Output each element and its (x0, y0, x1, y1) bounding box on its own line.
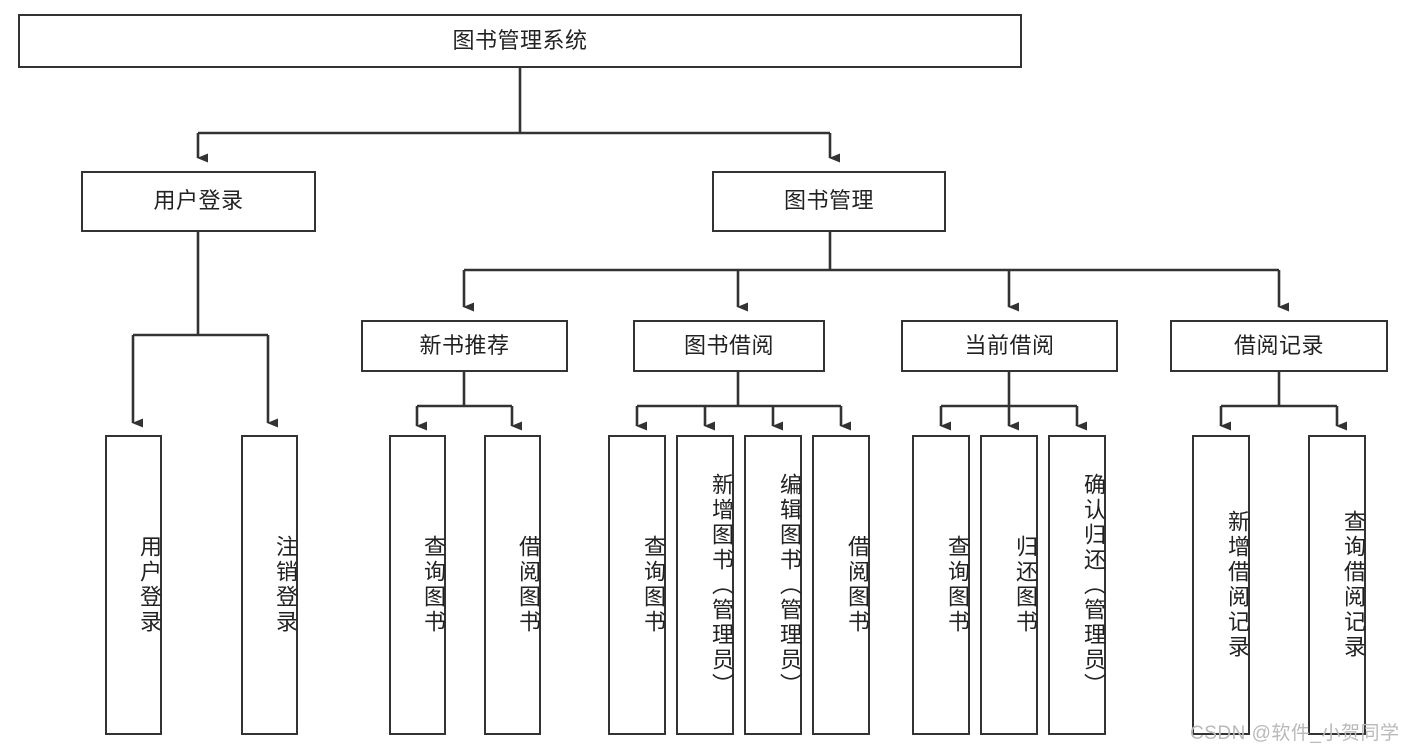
csdn-watermark: CSDN @软件_小贺同学 (1190, 723, 1400, 744)
node-new-book-recommend[interactable]: 新书推荐 (361, 320, 568, 372)
node-borrow-record[interactable]: 借阅记录 (1170, 320, 1388, 372)
node-user-login[interactable]: 用户登录 (81, 171, 316, 232)
leaf-query-book-3-label: 查询图书 (945, 535, 970, 635)
leaf-add-record-label: 新增借阅记录 (1225, 510, 1250, 660)
leaf-borrow-book-2-label: 借阅图书 (845, 535, 870, 635)
node-book-manage-label: 图书管理 (783, 188, 874, 214)
leaf-return-book[interactable]: 归还图书 (980, 435, 1038, 735)
leaf-confirm-return-label: 确认归还（管理员） (1081, 472, 1106, 698)
leaf-query-book-1[interactable]: 查询图书 (389, 435, 446, 735)
leaf-query-book-1-label: 查询图书 (421, 535, 446, 635)
leaf-edit-book-label: 编辑图书（管理员） (777, 472, 802, 698)
node-current-borrow[interactable]: 当前借阅 (901, 320, 1118, 372)
leaf-add-book[interactable]: 新增图书（管理员） (676, 435, 734, 735)
leaf-borrow-book-1[interactable]: 借阅图书 (484, 435, 541, 735)
leaf-confirm-return[interactable]: 确认归还（管理员） (1048, 435, 1106, 735)
leaf-query-book-3[interactable]: 查询图书 (912, 435, 970, 735)
leaf-query-book-2-label: 查询图书 (641, 535, 666, 635)
leaf-edit-book[interactable]: 编辑图书（管理员） (744, 435, 802, 735)
node-borrow-record-label: 借阅记录 (1233, 332, 1324, 358)
node-book-borrow[interactable]: 图书借阅 (633, 320, 825, 372)
leaf-user-login-label: 用户登录 (137, 535, 162, 635)
leaf-user-login[interactable]: 用户登录 (105, 435, 162, 735)
leaf-query-record-label: 查询借阅记录 (1341, 510, 1366, 660)
node-book-borrow-label: 图书借阅 (683, 332, 774, 358)
leaf-add-book-label: 新增图书（管理员） (709, 472, 734, 698)
node-current-borrow-label: 当前借阅 (964, 332, 1055, 358)
node-book-manage[interactable]: 图书管理 (712, 171, 946, 232)
leaf-add-record[interactable]: 新增借阅记录 (1192, 435, 1250, 735)
leaf-logout-login-label: 注销登录 (273, 535, 298, 635)
leaf-borrow-book-2[interactable]: 借阅图书 (812, 435, 870, 735)
node-new-book-recommend-label: 新书推荐 (419, 332, 510, 358)
leaf-return-book-label: 归还图书 (1013, 535, 1038, 635)
node-root-system-label: 图书管理系统 (452, 27, 588, 53)
leaf-logout-login[interactable]: 注销登录 (241, 435, 298, 735)
leaf-borrow-book-1-label: 借阅图书 (516, 535, 541, 635)
node-user-login-label: 用户登录 (153, 188, 244, 214)
node-root-system[interactable]: 图书管理系统 (18, 14, 1022, 68)
leaf-query-book-2[interactable]: 查询图书 (608, 435, 666, 735)
leaf-query-record[interactable]: 查询借阅记录 (1308, 435, 1366, 735)
